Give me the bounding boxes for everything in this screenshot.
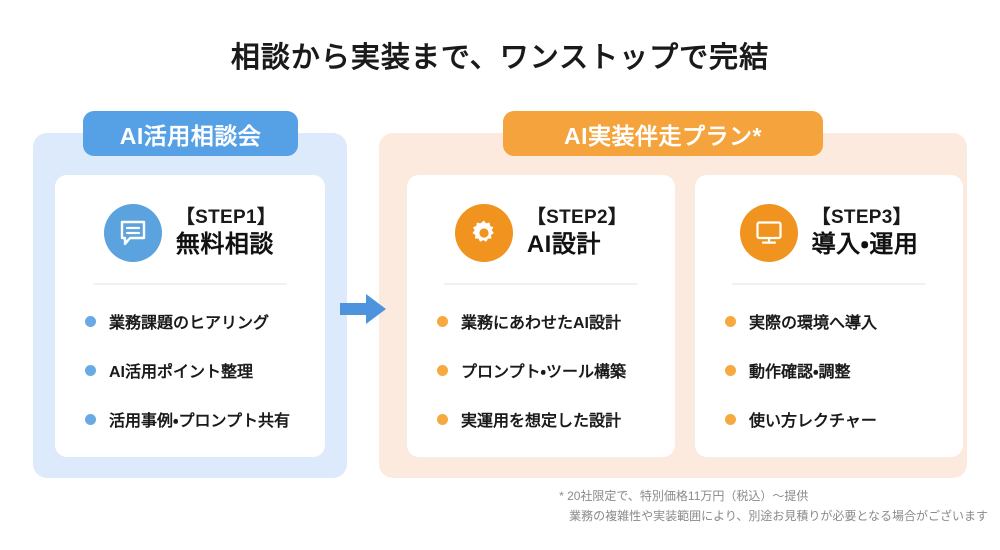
step-card-1-heading: 【STEP1】 無料相談 (176, 207, 276, 258)
step-card-3-header: 【STEP3】 導入・運用 (695, 175, 963, 269)
step-2-label: 【STEP2】 (526, 207, 628, 229)
step-card-2-divider (444, 283, 638, 285)
step-1-bullet-list: 業務課題のヒアリング AI活用ポイント整理 活用事例・プロンプト共有 (55, 285, 325, 431)
list-item-label: 業務課題のヒアリング (109, 315, 270, 332)
monitor-icon (739, 204, 798, 262)
step-3-bullet-list: 実際の環境へ導入 動作確認・調整 使い方レクチャー (695, 285, 963, 431)
list-item-label: 業務にあわせたAI設計 (461, 315, 622, 332)
list-item: AI活用ポイント整理 (85, 358, 325, 382)
step-1-name: 無料相談 (175, 230, 274, 258)
list-item-label: AI活用ポイント整理 (109, 364, 254, 381)
badge-consultation: AI活用相談会 (83, 111, 298, 156)
list-item-label: プロンプト・ツール構築 (461, 364, 626, 381)
list-item-label: 実際の環境へ導入 (749, 315, 878, 332)
step-card-1-header: 【STEP1】 無料相談 (55, 175, 325, 269)
list-item: プロンプト・ツール構築 (437, 358, 675, 382)
list-item-label: 動作確認・調整 (749, 364, 851, 381)
gear-icon (454, 204, 513, 262)
page-title: 相談から実装まで、ワンストップで完結 (230, 42, 770, 74)
step-card-3-heading: 【STEP3】 導入・運用 (812, 207, 919, 258)
list-item: 使い方レクチャー (725, 407, 963, 431)
step-2-name: AI設計 (526, 230, 601, 258)
arrow-right-icon (340, 292, 388, 326)
badge-implementation: AI実装伴走プラン* (503, 111, 823, 156)
step-1-label: 【STEP1】 (175, 207, 277, 229)
bullet-dot-icon (725, 315, 736, 327)
steps-diagram: 【STEP1】 無料相談 業務課題のヒアリング AI活用ポイント整理 活用事例・… (33, 133, 967, 478)
step-card-1: 【STEP1】 無料相談 業務課題のヒアリング AI活用ポイント整理 活用事例・… (55, 175, 325, 457)
bullet-dot-icon (85, 315, 96, 327)
list-item: 活用事例・プロンプト共有 (85, 407, 325, 431)
bullet-dot-icon (725, 364, 736, 376)
footnote-line-1: * 20社限定で、特別価格11万円（税込）〜提供 (559, 489, 809, 503)
bullet-dot-icon (437, 413, 448, 425)
bullet-dot-icon (85, 364, 96, 376)
list-item: 業務にあわせたAI設計 (437, 309, 675, 333)
panel-implementation: 【STEP2】 AI設計 業務にあわせたAI設計 プロンプト・ツール構築 実運用… (379, 133, 967, 478)
step-card-1-divider (93, 283, 287, 285)
footnote: * 20社限定で、特別価格11万円（税込）〜提供 業務の複雑性や実装範囲により、… (559, 487, 988, 527)
footnote-line-2: 業務の複雑性や実装範囲により、別途お見積りが必要となる場合がございます (569, 508, 988, 523)
list-item-label: 活用事例・プロンプト共有 (109, 413, 290, 430)
bullet-dot-icon (437, 364, 448, 376)
list-item: 実運用を想定した設計 (437, 407, 675, 431)
list-item: 実際の環境へ導入 (725, 309, 963, 333)
list-item-label: 実運用を想定した設計 (461, 413, 622, 430)
step-card-2-heading: 【STEP2】 AI設計 (527, 207, 627, 258)
list-item: 動作確認・調整 (725, 358, 963, 382)
panel-consultation: 【STEP1】 無料相談 業務課題のヒアリング AI活用ポイント整理 活用事例・… (33, 133, 347, 478)
step-3-label: 【STEP3】 (811, 207, 912, 229)
list-item-label: 使い方レクチャー (749, 413, 877, 430)
step-card-2: 【STEP2】 AI設計 業務にあわせたAI設計 プロンプト・ツール構築 実運用… (407, 175, 675, 457)
step-card-3-divider (732, 283, 926, 285)
list-item: 業務課題のヒアリング (85, 309, 325, 333)
bullet-dot-icon (437, 315, 448, 327)
step-card-2-header: 【STEP2】 AI設計 (407, 175, 675, 269)
step-3-name: 導入・運用 (811, 230, 919, 258)
bullet-dot-icon (85, 413, 96, 425)
bullet-dot-icon (725, 413, 736, 425)
speech-bubble-icon (103, 204, 162, 262)
step-card-3: 【STEP3】 導入・運用 実際の環境へ導入 動作確認・調整 使い方レクチャー (695, 175, 963, 457)
step-2-bullet-list: 業務にあわせたAI設計 プロンプト・ツール構築 実運用を想定した設計 (407, 285, 675, 431)
